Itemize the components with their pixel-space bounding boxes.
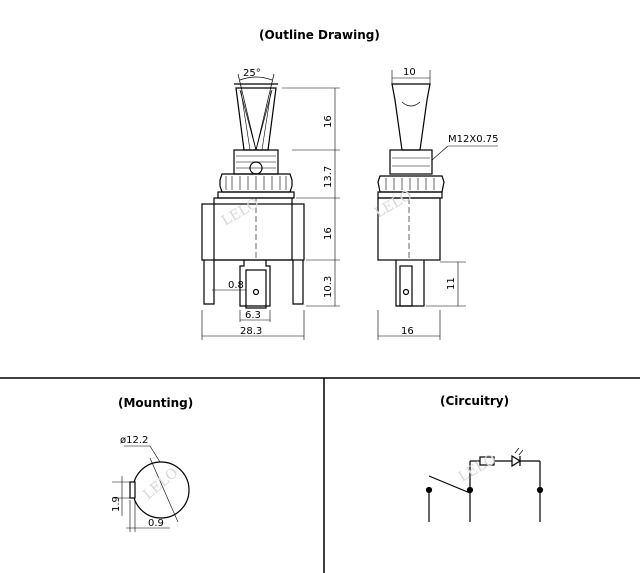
side-terminal-label: 11 bbox=[446, 277, 457, 290]
side-width-label: 16 bbox=[401, 326, 414, 337]
watermark-outline: LELO bbox=[219, 195, 262, 229]
outline-drawing-title: (Outline Drawing) bbox=[259, 28, 380, 42]
section-dividers bbox=[0, 377, 640, 573]
side-dimensions bbox=[377, 70, 498, 340]
front-lever bbox=[234, 83, 278, 151]
lever-height-label: 16 bbox=[323, 115, 334, 128]
key-height-label: 1.9 bbox=[111, 496, 122, 512]
body-height-label: 16 bbox=[323, 227, 334, 240]
angle-lines bbox=[237, 73, 275, 151]
side-lever bbox=[391, 83, 431, 151]
side-body bbox=[377, 197, 441, 261]
side-labels: 10 M12X0.75 16 11 bbox=[401, 67, 498, 337]
side-terminal bbox=[395, 260, 425, 307]
watermark-circuit: LELO bbox=[456, 451, 499, 485]
mounting-labels: ø12.2 1.9 0.9 bbox=[111, 435, 164, 529]
bushing-height-label: 13.7 bbox=[323, 166, 334, 188]
mounting-drawing bbox=[112, 445, 190, 532]
switch-arm bbox=[428, 475, 471, 494]
side-bushing bbox=[377, 149, 445, 199]
angle-label: 25° bbox=[243, 68, 261, 79]
front-view bbox=[201, 73, 340, 340]
mounting-title: (Mounting) bbox=[118, 396, 194, 410]
terminal-spacing-label: 6.3 bbox=[245, 310, 261, 321]
side-view bbox=[377, 70, 498, 340]
overall-width-label: 28.3 bbox=[240, 326, 262, 337]
key-width-label: 0.9 bbox=[148, 518, 164, 529]
circuitry-title: (Circuitry) bbox=[440, 394, 510, 408]
terminal-height-label: 10.3 bbox=[323, 276, 334, 298]
watermarks: LELO LELO LELO LELO bbox=[140, 187, 499, 503]
hole-diameter-label: ø12.2 bbox=[120, 435, 148, 446]
led bbox=[511, 454, 522, 468]
circuit-schematic bbox=[425, 447, 544, 522]
thread-label: M12X0.75 bbox=[448, 134, 498, 145]
front-labels: 25° 0.8 6.3 28.3 16 13.7 16 10.3 bbox=[228, 68, 334, 337]
front-body bbox=[201, 197, 305, 261]
front-terminals bbox=[203, 260, 304, 309]
front-bushing bbox=[217, 149, 295, 199]
front-dimensions bbox=[201, 87, 340, 340]
terminal-width-label: 0.8 bbox=[228, 280, 244, 291]
width-top-label: 10 bbox=[403, 67, 416, 78]
watermark-mounting: LELO bbox=[140, 465, 181, 503]
